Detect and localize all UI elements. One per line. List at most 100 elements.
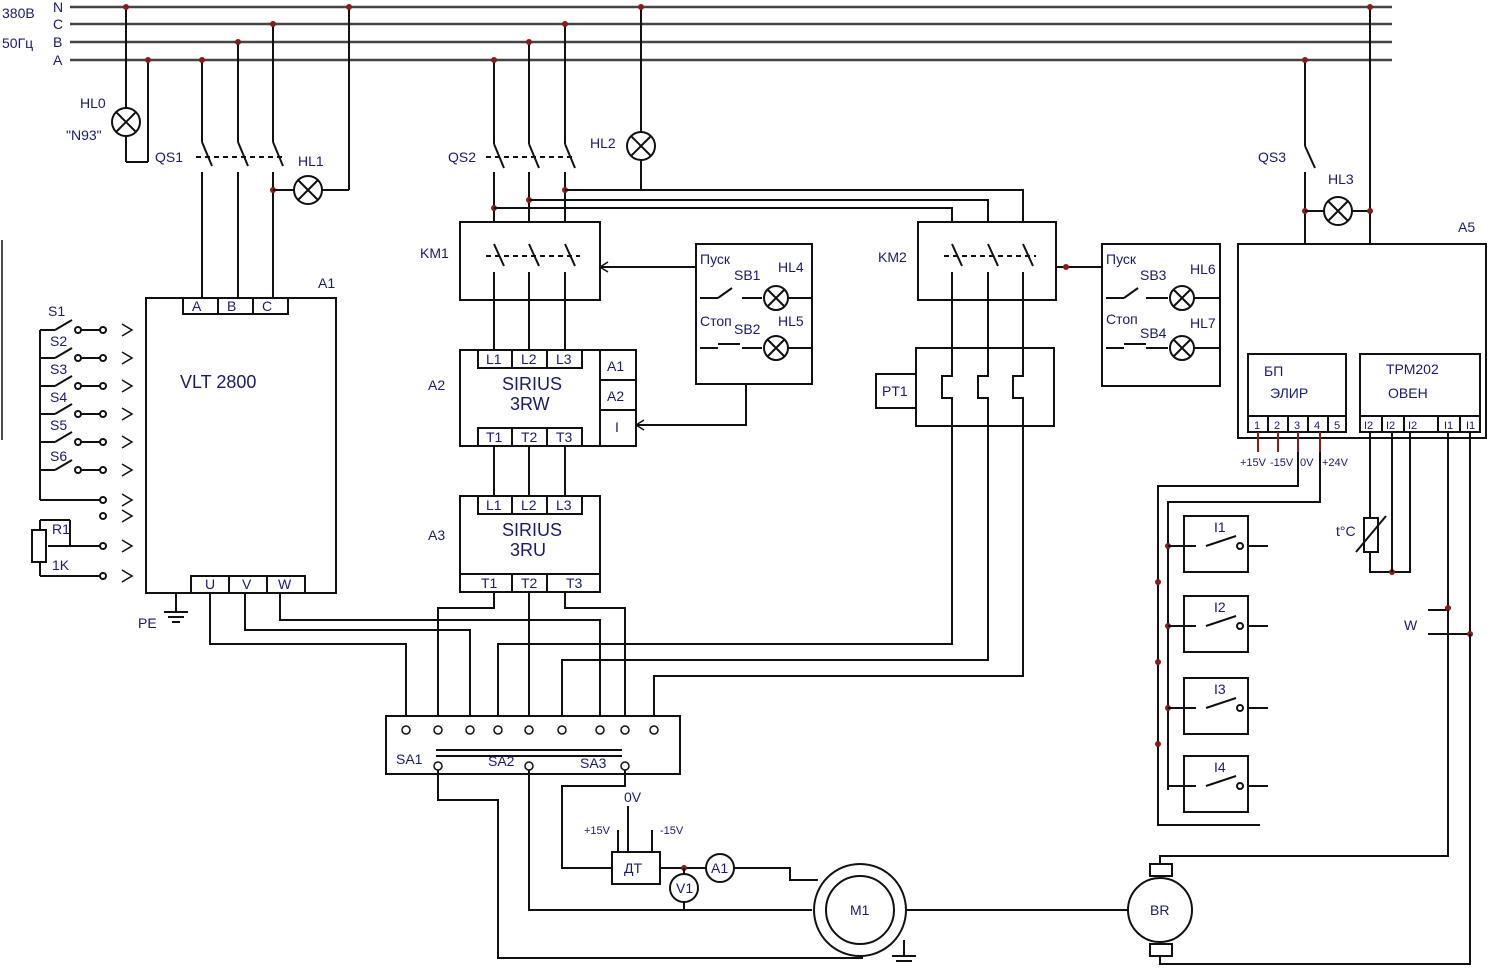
ground-pe: PE (138, 593, 188, 631)
hl7-label: HL7 (1190, 315, 1216, 331)
controller-a5: A5 БП ЭЛИР 1 2 3 4 5 ТРМ202 ОВЕН I2 I2 I… (1237, 219, 1487, 469)
s2-label: S2 (50, 333, 67, 349)
input-s2: S2 (40, 333, 107, 362)
potentiometer-r1: R1 1K (31, 519, 107, 580)
i3-label: I3 (1214, 681, 1226, 697)
hl6-label: HL6 (1190, 261, 1216, 277)
s3-label: S3 (50, 361, 67, 377)
a2-control-a1: A1 (607, 358, 624, 374)
psu-out-0v: 0V (1300, 457, 1314, 469)
control-station-2: Пуск SB3 HL6 Стоп SB4 HL7 (1101, 243, 1221, 387)
sensor-bus (1155, 452, 1321, 826)
meter-terminal-2: I2 (1386, 420, 1395, 432)
phase-c-label: C (53, 16, 63, 32)
hl3-label: HL3 (1328, 171, 1354, 187)
psu-terminal-5: 5 (1334, 420, 1340, 432)
input-s3: S3 (40, 361, 107, 390)
a3-name-2: 3RU (510, 540, 546, 560)
input-s5: S5 (40, 417, 107, 446)
psu-out-plus15: +15V (1240, 457, 1267, 469)
sa2-label: SA2 (488, 753, 515, 769)
voltmeter-label: V1 (676, 880, 693, 896)
a3-output-t1: T1 (481, 575, 498, 591)
hl2-label: HL2 (590, 135, 616, 151)
a1-terminal-u: U (205, 576, 215, 592)
sensor-i3: I3 (1168, 677, 1268, 735)
supply-plus15-label: +15V (584, 825, 611, 837)
psu-terminal-2: 2 (1274, 420, 1280, 432)
start-2-label: Пуск (1106, 251, 1137, 267)
i2-label: I2 (1214, 599, 1226, 615)
a1-terminal-a: A (192, 298, 202, 314)
a2-name-2: 3RW (510, 394, 550, 414)
sensor-i1: I1 (1168, 515, 1268, 573)
km1-label: KM1 (420, 245, 449, 261)
a1-input-markers (121, 323, 134, 583)
supply-minus15-label: -15V (660, 825, 684, 837)
psu-out-minus15: -15V (1270, 457, 1294, 469)
motor-m1: M1 (813, 863, 1130, 962)
w-label: W (1404, 617, 1418, 633)
qs3-label: QS3 (1258, 149, 1286, 165)
qs1-label: QS1 (155, 149, 183, 165)
a3-input-l1: L1 (486, 497, 502, 513)
a1-terminal-v: V (242, 576, 252, 592)
w-signal: W (1404, 432, 1473, 637)
sb4-label: SB4 (1140, 325, 1167, 341)
sa1-label: SA1 (396, 751, 423, 767)
sensor-i4: I4 (1168, 755, 1268, 813)
phase-n-label: N (53, 0, 63, 15)
overload-a3: L1 L2 L3 T1 T2 T3 SIRIUS 3RU A3 (428, 495, 601, 593)
hl1-label: HL1 (298, 153, 324, 169)
m1-label: M1 (850, 902, 870, 918)
meter-terminal-5: I1 (1466, 420, 1475, 432)
supply-voltage-label: 380В (2, 5, 35, 21)
supply-frequency-label: 50Гц (2, 35, 33, 51)
selector-sa: SA1 SA2 SA3 (385, 715, 681, 775)
r1-value: 1K (52, 557, 70, 573)
measurement-block: ДТ 0V +15V -15V A1 V1 (561, 770, 818, 911)
a3-name-1: SIRIUS (502, 520, 562, 540)
drive-a1: A B C U V W VLT 2800 A1 (145, 275, 337, 594)
s1-label: S1 (48, 303, 65, 319)
lamp-hl0: HL0 "N93" (66, 4, 151, 163)
switch-qs3: QS3 (1258, 57, 1316, 244)
a2-control-a2: A2 (607, 388, 624, 404)
a1-terminal-b: B (227, 298, 236, 314)
a1-name: VLT 2800 (180, 372, 256, 392)
a3-input-l3: L3 (556, 497, 572, 513)
start-1-label: Пуск (700, 251, 731, 267)
a2-control-i: I (615, 419, 619, 435)
input-s4: S4 (40, 389, 107, 418)
a2-output-t2: T2 (521, 429, 538, 445)
psu-terminal-3: 3 (1294, 420, 1300, 432)
a2-output-t1: T1 (486, 429, 503, 445)
a2-input-l1: L1 (486, 351, 502, 367)
stop-2-label: Стоп (1106, 311, 1138, 327)
sa3-label: SA3 (580, 755, 607, 771)
a2-tag: A2 (428, 377, 445, 393)
a1-tag: A1 (318, 275, 335, 291)
contactor-km2: KM2 (878, 221, 1102, 348)
psu-output-arrows (1257, 432, 1321, 452)
meter-terminal-1: I2 (1364, 420, 1373, 432)
tacho-br: BR (1127, 610, 1471, 965)
input-s6: S6 (40, 448, 107, 474)
pt1-label: PT1 (882, 383, 908, 399)
br-label: BR (1150, 902, 1169, 918)
s4-label: S4 (50, 389, 67, 405)
i4-label: I4 (1214, 759, 1226, 775)
meter-name-2: ОВЕН (1388, 385, 1428, 401)
a2-input-l2: L2 (521, 351, 537, 367)
hl0-note: "N93" (66, 127, 102, 143)
psu-terminal-4: 4 (1314, 420, 1320, 432)
r1-label: R1 (52, 521, 70, 537)
a1-terminal-c: C (262, 298, 272, 314)
a3-output-t2: T2 (521, 575, 538, 591)
supply-bus: 380В 50Гц N C B A (2, 0, 1392, 68)
switch-qs2: QS2 (448, 21, 576, 244)
meter-name-1: ТРМ202 (1386, 361, 1439, 377)
control-station-1: Пуск SB1 HL4 Стоп SB2 HL5 (634, 243, 813, 431)
switch-qs1: QS1 (155, 21, 284, 298)
sb3-label: SB3 (1140, 267, 1167, 283)
